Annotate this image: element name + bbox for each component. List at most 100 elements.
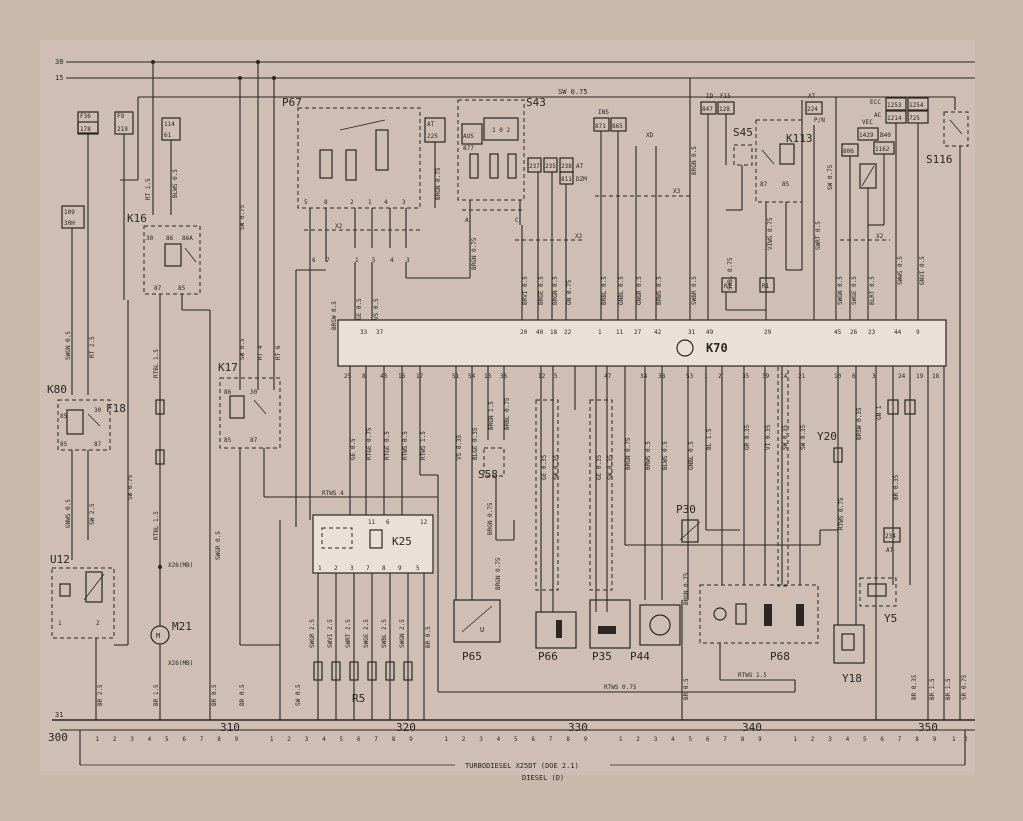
wire-top16: BLRT 0.5 <box>869 276 876 305</box>
k70-bottom-pin: 25 <box>344 373 352 380</box>
wire-sw05-bot: BR 0.5 <box>239 684 246 706</box>
ruler-310: 310 <box>220 721 240 734</box>
r1-block-b <box>759 277 775 293</box>
tag-xd: XD <box>646 132 654 139</box>
k70-bottom-pin: 12 <box>538 373 546 380</box>
ins-section: INS 871 865 XD X3 BRBL 0.5 GNBL 0.5 GNGR… <box>593 109 690 320</box>
tag-at-225: AT <box>427 121 435 128</box>
ruler-digit: 5 <box>340 736 344 743</box>
ruler-digit: 6 <box>531 736 535 743</box>
wire-vi035: VI 0.35 <box>765 424 772 450</box>
wire-blws: BLWS 0.5 <box>662 441 669 470</box>
ruler-digit: 8 <box>392 736 396 743</box>
ruler-330: 330 <box>568 721 588 734</box>
wire-r5-d: SWGE 2.5 <box>363 619 370 648</box>
s116-label: S116 <box>926 153 953 166</box>
ruler-digit: 1 <box>793 736 797 743</box>
valve-y5 <box>859 577 897 607</box>
svg-text:86: 86 <box>166 235 174 242</box>
p67-label: P67 <box>282 96 302 109</box>
shield-p66 <box>535 399 559 591</box>
svg-text:A: A <box>465 217 469 224</box>
tag-725: 725 <box>909 115 920 122</box>
tag-f15-num: 128 <box>719 106 730 113</box>
wire-sw05-k17: SW 0.5 <box>239 338 246 360</box>
ecu-lower-wires: GE 0.5 RTGE 0.75 RTGE 0.5 RTWS 0.5 RTWS … <box>349 366 795 693</box>
k70-bottom-pin: 18 <box>932 373 940 380</box>
fuse-f9: F9 <box>117 113 125 120</box>
k70-top-pin: 31 <box>688 329 696 336</box>
wire-top11: SWBL 0.75 <box>727 257 734 290</box>
wire-top3: BRGN 0.5 <box>552 276 559 305</box>
relay-k17 <box>219 377 281 449</box>
wire-sw075-right: SW 0.75 <box>827 164 834 190</box>
wire-br15c: BR 1.5 <box>945 678 952 700</box>
unit-u12 <box>51 567 115 639</box>
svg-text:5: 5 <box>416 565 420 572</box>
ruler-digit: 1 <box>619 736 623 743</box>
tag-1253: 1253 <box>887 102 902 109</box>
fuse-f36: F36 <box>80 113 91 120</box>
switch-s58 <box>483 447 505 477</box>
tag-ecc: ECC <box>870 99 881 106</box>
footer-fuel: DIESEL (D) <box>522 774 564 782</box>
tag-234: 234 <box>885 533 896 540</box>
k17-label: K17 <box>218 361 238 374</box>
wire-brgn-p67: BRGN 0.75 <box>435 167 442 200</box>
wire-br-p44: BR 0.5 <box>683 678 690 700</box>
svg-text:U: U <box>480 626 484 634</box>
tag-f15: F15 <box>720 93 731 100</box>
svg-text:1: 1 <box>368 199 372 206</box>
svg-text:7: 7 <box>366 565 370 572</box>
wire-r5-c: SWRT 2.5 <box>345 619 352 648</box>
svg-text:4: 4 <box>384 199 388 206</box>
wire-brgs: BR 0.35 <box>893 474 900 500</box>
svg-text:6: 6 <box>312 257 316 264</box>
footer-engine: TURBODIESEL X25DT (DOE 2.1) <box>465 762 579 770</box>
ruler-digit: 3 <box>305 736 309 743</box>
svg-text:85: 85 <box>60 441 68 448</box>
tag-at-b: AT <box>576 163 584 170</box>
tag-aus: AUS <box>463 133 474 140</box>
ruler-digit: 3 <box>479 736 483 743</box>
tag-ac: AC <box>874 112 882 119</box>
wire-ge05: GE 0.5 <box>356 298 363 320</box>
wire-gn1: GN 1 <box>876 405 883 420</box>
ruler-digit: 3 <box>654 736 658 743</box>
ruler-320: 320 <box>396 721 416 734</box>
svg-text:85: 85 <box>60 413 68 420</box>
k70-top-pin: 45 <box>834 329 842 336</box>
wire-r5-a: SWGR 2.5 <box>309 619 316 648</box>
ruler-digit: 4 <box>148 736 152 743</box>
wire-brgn-s58: BRGN 0.75 <box>487 502 494 535</box>
fuse-f9-num: 219 <box>117 126 128 133</box>
wire-top8: BRWS 0.5 <box>656 276 663 305</box>
svg-text:85: 85 <box>782 181 790 188</box>
tag-235: 235 <box>545 163 556 170</box>
ruler-digit: 2 <box>287 736 291 743</box>
wire-sw075-a: SW 0.75 <box>127 474 134 500</box>
wire-sw035c: SW 0.35 <box>782 424 789 450</box>
wire-m21-br: BR 1.5 <box>153 684 160 706</box>
conn-x26-a: X26(MB) <box>168 562 193 569</box>
k70-label: K70 <box>706 341 728 355</box>
svg-text:8: 8 <box>324 199 328 206</box>
wire-br035: BR 0.35 <box>911 674 918 700</box>
tag-114: 114 <box>164 121 175 128</box>
resistor-pack-r5 <box>313 661 413 681</box>
k70-pin-33: 33 <box>360 329 368 336</box>
k70-bottom-pin: 2 <box>718 373 722 380</box>
k70-top-pin: 29 <box>764 329 772 336</box>
wire-ge035-b: GE 0.35 <box>596 454 603 480</box>
ruler-digit: 5 <box>863 736 867 743</box>
wire-top7: GNGR 0.5 <box>636 276 643 305</box>
tag-pn: P/N <box>814 117 825 124</box>
wire-rtws15: RTWS 1.5 <box>738 672 767 679</box>
k70-top-pin: 20 <box>520 329 528 336</box>
tag-vec: VEC <box>862 119 873 126</box>
relay-k80 <box>57 399 111 451</box>
svg-text:2: 2 <box>334 565 338 572</box>
